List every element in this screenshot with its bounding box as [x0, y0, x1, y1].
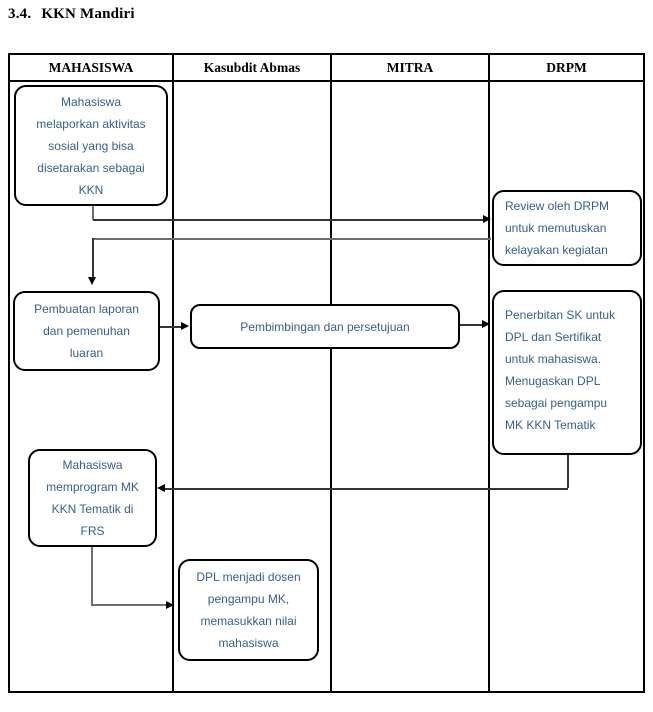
flow-node-memprogram-mk: Mahasiswa memprogram MK KKN Tematik di F… — [28, 449, 157, 547]
connector-review-drop — [92, 238, 94, 278]
lane-divider-3 — [488, 55, 490, 691]
section-title-text: KKN Mandiri — [41, 6, 135, 22]
arrowhead-into-laporan — [88, 277, 96, 285]
connector-pembimbingan-to-penerbitan — [460, 324, 484, 326]
section-number: 3.4. — [8, 6, 32, 22]
lane-header-mahasiswa: MAHASISWA — [48, 60, 134, 75]
lane-divider-2 — [330, 55, 332, 691]
lane-header-drpm: DRPM — [546, 60, 587, 75]
connector-memprogram-drop — [91, 547, 93, 605]
arrowhead-into-review — [483, 215, 491, 223]
connector-memprogram-to-dpl — [91, 604, 168, 606]
flow-node-dpl-dosen: DPL menjadi dosen pengampu MK, memasukka… — [178, 559, 319, 661]
connector-penerbitan-drop — [567, 455, 569, 488]
connector-melaporkan-stub — [92, 206, 94, 220]
arrowhead-into-dpl — [166, 601, 174, 609]
flow-node-review-drpm: Review oleh DRPM untuk memutuskan kelaya… — [492, 190, 642, 266]
arrowhead-into-pembimbingan — [181, 322, 189, 330]
arrowhead-into-penerbitan — [482, 320, 490, 328]
flow-node-penerbitan-sk: Penerbitan SK untuk DPL dan Sertifikat u… — [492, 290, 642, 455]
flow-node-pembimbingan-persetujuan: Pembimbingan dan persetujuan — [190, 304, 460, 349]
lane-header-mitra: MITRA — [386, 60, 434, 75]
flow-node-melaporkan-aktivitas: Mahasiswa melaporkan aktivitas sosial ya… — [14, 85, 168, 206]
page-title: 3.4. KKN Mandiri — [8, 6, 135, 23]
flow-node-pembuatan-laporan: Pembuatan laporan dan pemenuhan luaran — [13, 291, 160, 371]
connector-melaporkan-to-review — [93, 219, 484, 221]
header-separator — [10, 80, 643, 82]
lane-header-kasubdit-abmas: Kasubdit Abmas — [203, 60, 301, 75]
connector-penerbitan-to-memprogram — [165, 488, 568, 490]
lane-divider-1 — [172, 55, 174, 691]
connector-laporan-to-pembimbingan — [160, 326, 183, 328]
arrowhead-into-memprogram — [157, 484, 165, 492]
connector-review-return — [92, 238, 491, 240]
